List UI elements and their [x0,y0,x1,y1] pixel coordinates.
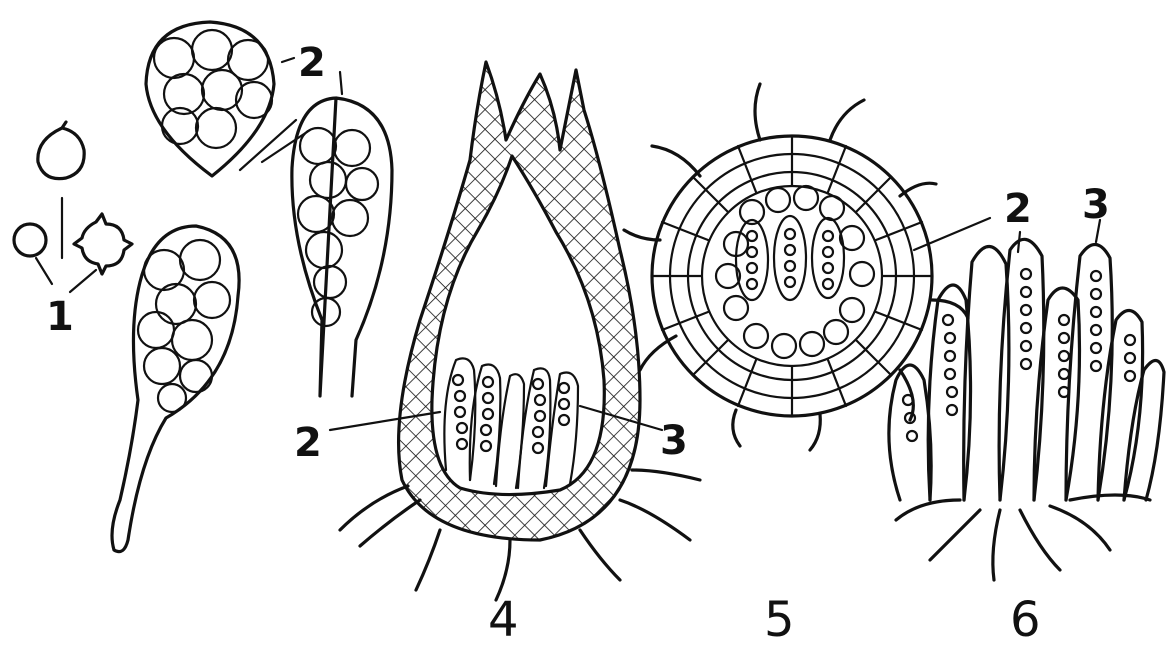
cleistothecium-asci [736,216,844,300]
label-2-panel6: 2 [1004,186,1032,232]
label-3-panel4: 3 [660,418,688,464]
panel-5-cleistothecium [624,84,990,450]
spore-spiny [74,214,132,274]
spore-top [38,122,84,179]
spores-group: 1 [14,122,132,340]
label-1: 1 [46,294,74,340]
label-2-top: 2 [298,40,326,86]
panel-number-6: 6 [1010,592,1041,648]
spore-small [14,224,46,256]
panel-number-5: 5 [764,592,795,648]
label-3-panel6: 3 [1082,182,1110,228]
ascus-stalked-left [112,226,239,552]
panel-4-perithecium: 2 3 [294,62,700,600]
panel-number-4: 4 [488,592,519,648]
panel-6-hymenium: 2 3 [889,182,1164,580]
asci-group: 2 [112,22,392,552]
label-2-panel4: 2 [294,420,322,466]
